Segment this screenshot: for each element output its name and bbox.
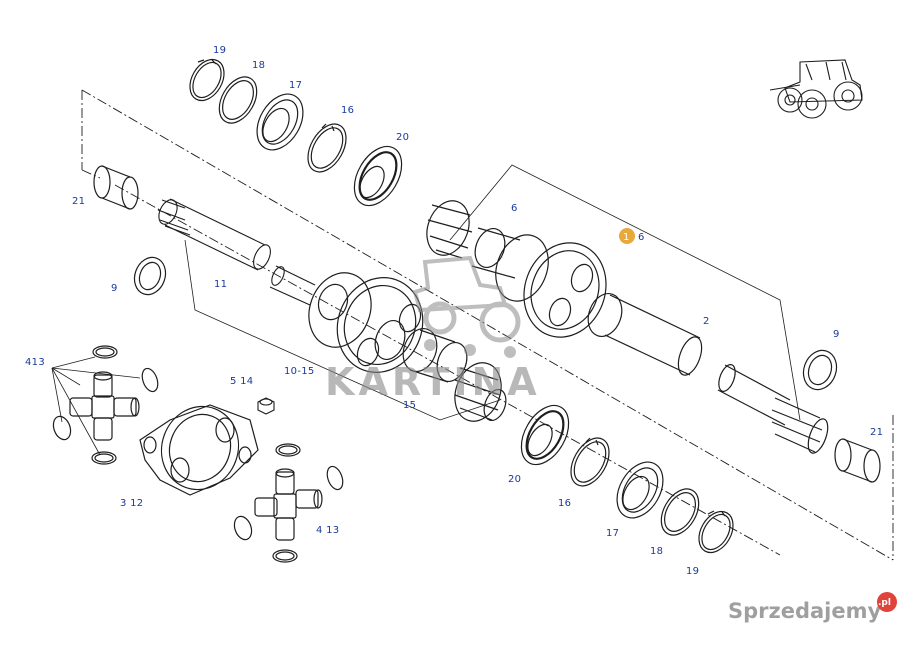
label-4-13[interactable]: 4 13 xyxy=(316,525,339,536)
ring-9-right xyxy=(802,349,838,391)
label-20-top[interactable]: 20 xyxy=(396,132,409,143)
upper-right-joint xyxy=(426,200,829,454)
label-19-bottom[interactable]: 19 xyxy=(686,566,699,577)
label-2[interactable]: 2 xyxy=(703,316,710,327)
label-19-top[interactable]: 19 xyxy=(213,45,226,56)
label-16-top[interactable]: 16 xyxy=(341,105,354,116)
label-18-top[interactable]: 18 xyxy=(252,60,265,71)
label-413-left[interactable]: 413 xyxy=(25,357,45,368)
label-18-bottom[interactable]: 18 xyxy=(650,546,663,557)
bushing-left xyxy=(93,165,139,210)
bushing-right xyxy=(834,438,881,483)
left-joint-assembly xyxy=(308,272,507,422)
bolt xyxy=(257,397,275,415)
label-3-12[interactable]: 3 12 xyxy=(120,498,143,509)
left-shaft xyxy=(157,198,316,306)
highlight-badge xyxy=(619,228,635,244)
label-6-badge[interactable]: 6 xyxy=(638,232,645,243)
label-17-top[interactable]: 17 xyxy=(289,80,302,91)
bottom-ring-stack xyxy=(520,404,734,554)
watermark-text: KARTINA xyxy=(325,360,541,404)
label-20-bottom[interactable]: 20 xyxy=(508,474,521,485)
label-21-right[interactable]: 21 xyxy=(870,427,883,438)
label-21-left[interactable]: 21 xyxy=(72,196,85,207)
part-labels: 19 18 17 16 20 21 6 1 6 11 9 9 2 413 5 1… xyxy=(25,45,883,577)
assembly-outline xyxy=(81,89,894,561)
label-15[interactable]: 15 xyxy=(403,400,416,411)
label-11[interactable]: 11 xyxy=(214,279,227,290)
yoke xyxy=(139,404,259,496)
label-17-bottom[interactable]: 17 xyxy=(606,528,619,539)
label-10-15[interactable]: 10-15 xyxy=(284,366,315,377)
top-ring-stack xyxy=(189,58,403,207)
label-5-14[interactable]: 5 14 xyxy=(230,376,253,387)
brand-name: Sprzedajemy xyxy=(728,599,882,623)
label-1-badge[interactable]: 1 xyxy=(623,232,630,243)
label-9-left[interactable]: 9 xyxy=(111,283,118,294)
left-u-joint xyxy=(52,345,159,465)
tractor-watermark-icon xyxy=(412,255,521,358)
label-16-bottom[interactable]: 16 xyxy=(558,498,571,509)
label-6-mid[interactable]: 6 xyxy=(511,203,518,214)
bottom-u-joint xyxy=(233,443,344,563)
ring-9-left xyxy=(133,256,167,296)
brand-watermark: Sprzedajemy .pl xyxy=(728,592,897,623)
brand-tld: .pl xyxy=(878,598,891,608)
label-9-right[interactable]: 9 xyxy=(833,329,840,340)
tractor-icon xyxy=(769,59,863,119)
